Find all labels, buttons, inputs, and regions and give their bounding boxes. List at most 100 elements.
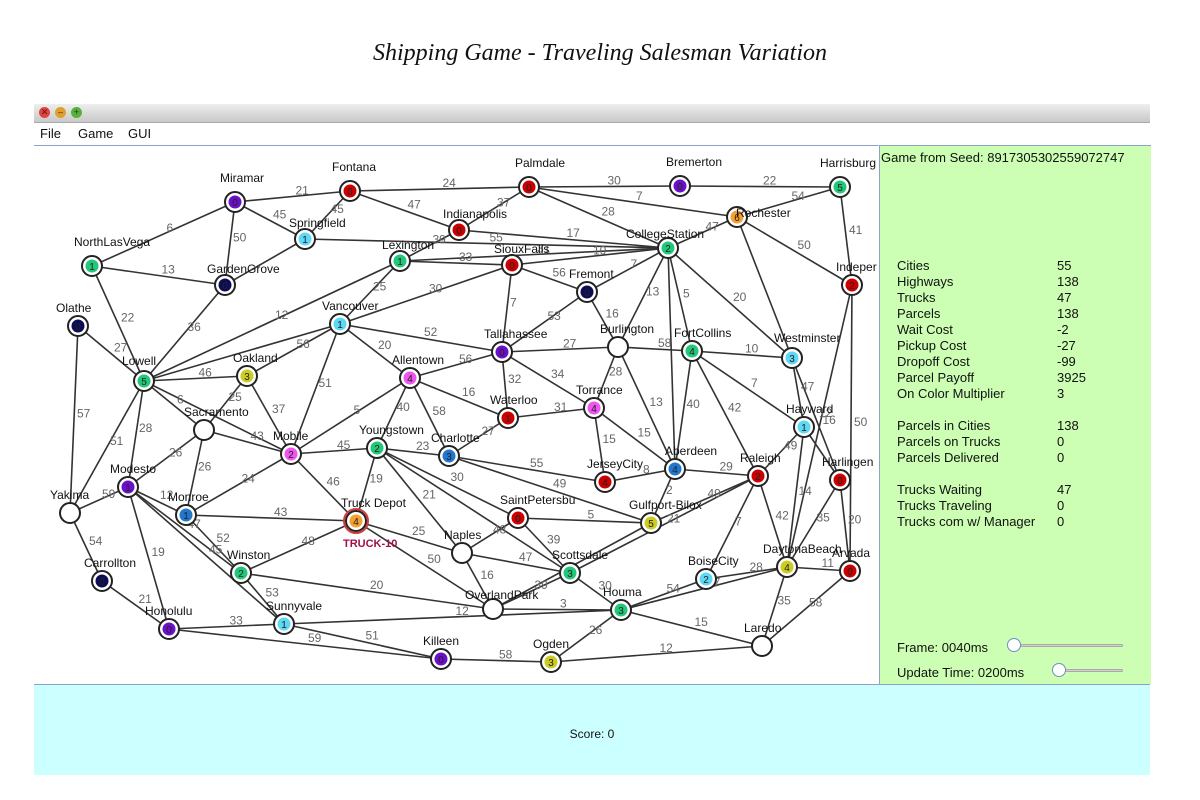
city-node[interactable]: 0 [158,618,180,640]
city-node[interactable]: 2 [841,274,863,296]
city-node[interactable]: 3 [559,562,581,584]
city-node[interactable]: 0 [669,175,691,197]
city-node[interactable]: 1 [793,416,815,438]
truck-marker[interactable] [343,508,369,534]
city-node[interactable] [751,635,773,657]
city-node[interactable]: 2 [280,443,302,465]
city-ring[interactable] [59,502,81,524]
city-node[interactable]: 2 [230,562,252,584]
city-node[interactable]: 0 [518,176,540,198]
city-node[interactable]: 2 [747,465,769,487]
frame-slider-knob[interactable] [1007,638,1021,652]
frame-slider[interactable] [1007,638,1123,652]
highway-edge [168,623,285,630]
city-node[interactable]: 1 [81,255,103,277]
highway-weight: 37 [497,196,511,210]
city-node[interactable]: 3 [236,365,258,387]
menu-gui[interactable]: GUI [128,126,152,141]
city-node[interactable]: 2 [657,237,679,259]
city-node[interactable]: 4 [776,556,798,578]
city-node[interactable] [193,419,215,441]
city-node[interactable]: 4 [345,510,367,532]
city-node[interactable]: 0 [214,274,236,296]
update-slider-knob[interactable] [1052,663,1066,677]
city-node[interactable]: 2 [366,437,388,459]
city-node[interactable]: 1 [389,250,411,272]
city-node[interactable]: 0 [576,281,598,303]
city-node[interactable]: 4 [399,367,421,389]
highway-weight: 54 [89,534,103,548]
city-node[interactable]: 1 [273,613,295,635]
frame-slider-track[interactable] [1007,644,1123,647]
highway-edge [399,229,460,262]
city-node[interactable]: 5 [829,176,851,198]
city-node[interactable]: 5 [133,370,155,392]
city-node[interactable]: 0 [839,560,861,582]
city-node[interactable] [451,542,473,564]
city-ring[interactable] [193,419,215,441]
menu-game[interactable]: Game [78,126,114,141]
city-node[interactable]: 6 [726,206,748,228]
highway-edge [761,566,788,647]
close-window-icon[interactable]: ✕ [39,107,50,118]
minimize-window-icon[interactable]: – [55,107,66,118]
highway-edge [409,351,503,379]
city-color-dot [284,447,298,461]
city-node[interactable]: 1 [175,504,197,526]
city-node[interactable]: 4 [583,397,605,419]
highway-edge [440,658,552,663]
highway-edge [501,291,588,353]
highway-weight: 45 [331,202,345,216]
city-node[interactable]: 2 [695,568,717,590]
city-ring[interactable] [482,598,504,620]
city-node[interactable]: 1 [497,407,519,429]
city-node[interactable]: 0 [448,219,470,241]
highway-edge [283,623,442,660]
city-node[interactable]: 0 [339,180,361,202]
city-node[interactable] [482,598,504,620]
highway-weight: 58 [658,336,672,350]
city-node[interactable]: 0 [507,507,529,529]
city-node[interactable]: 1 [117,476,139,498]
highway-weight: 6 [167,221,174,235]
city-node[interactable]: 1 [294,228,316,250]
city-node[interactable]: 0 [829,469,851,491]
city-node[interactable]: 5 [640,512,662,534]
city-node[interactable] [607,336,629,358]
menu-file[interactable]: File [40,126,61,141]
city-ring[interactable] [607,336,629,358]
city-node[interactable]: 4 [594,471,616,493]
city-node[interactable]: 3 [438,445,460,467]
city-node[interactable]: 0 [67,315,89,337]
highway-edge [234,201,306,240]
highway-weight: 51 [319,376,333,390]
stats-panel: Game from Seed: 8917305302559072747 Citi… [879,145,1151,684]
update-time-slider[interactable] [1052,663,1123,677]
city-node[interactable]: 0 [501,254,523,276]
city-color-dot [661,241,675,255]
city-node[interactable] [59,502,81,524]
city-node[interactable]: 1 [329,313,351,335]
city-node[interactable]: 0 [224,191,246,213]
city-node[interactable]: 3 [781,347,803,369]
highway-weight: 32 [508,372,522,386]
highway-edge [376,447,571,574]
city-color-dot [333,317,347,331]
city-ring[interactable] [751,635,773,657]
city-label: Mobile [273,429,309,443]
city-node[interactable]: 4 [681,340,703,362]
city-node[interactable]: 0 [91,570,113,592]
city-node[interactable]: 3 [610,599,632,621]
city-ring[interactable] [451,542,473,564]
city-node[interactable]: 3 [540,651,562,673]
city-node[interactable]: 0 [430,648,452,670]
highway-weight: 49 [784,439,798,453]
highway-weight: 39 [547,533,561,547]
city-node[interactable]: 0 [491,341,513,363]
city-node[interactable]: 4 [664,458,686,480]
zoom-window-icon[interactable]: + [71,107,82,118]
